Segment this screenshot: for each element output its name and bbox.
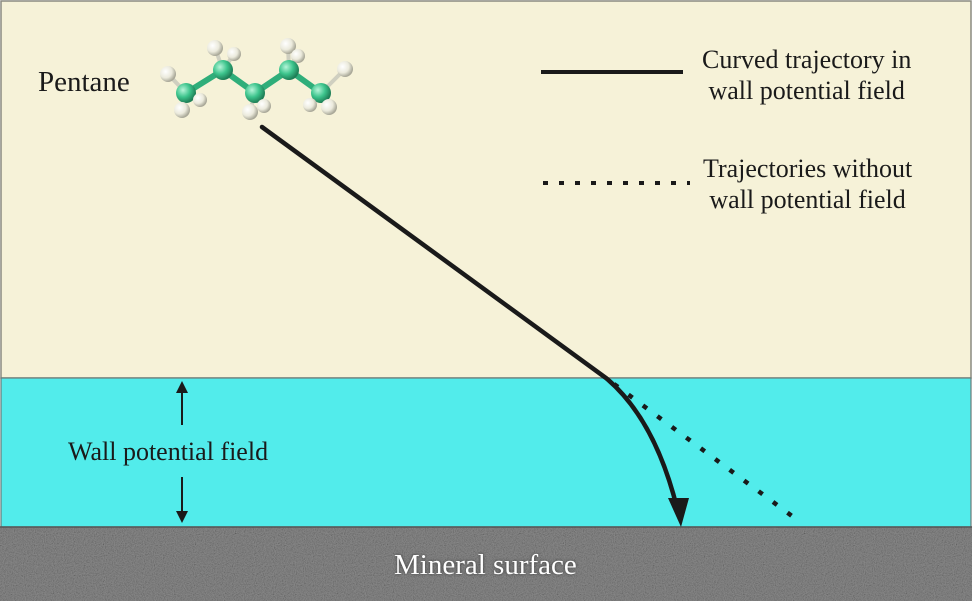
wall-potential-field-label: Wall potential field (68, 437, 269, 466)
dotted-trajectory (612, 382, 802, 524)
pentane-label: Pentane (38, 66, 130, 98)
wall-potential-field-region (0, 377, 972, 528)
legend-curved-line1: Curved trajectory in (702, 45, 912, 74)
legend-dotted-line1: Trajectories without (703, 154, 913, 183)
pentane-molecule-icon (160, 38, 353, 120)
mineral-surface-label: Mineral surface (394, 549, 577, 581)
legend-dotted-line2: wall potential field (709, 185, 906, 214)
wall-field-thickness-arrow (176, 381, 188, 523)
mineral-surface-region (0, 527, 972, 601)
fluid-region (0, 0, 972, 379)
legend-curved-line2: wall potential field (708, 76, 905, 105)
curved-trajectory (259, 124, 681, 515)
legend-dotted-trajectory-label: Trajectories without wall potential fiel… (703, 153, 912, 215)
trajectory-arrowhead (668, 498, 689, 527)
legend-curved-trajectory-label: Curved trajectory in wall potential fiel… (702, 44, 911, 106)
